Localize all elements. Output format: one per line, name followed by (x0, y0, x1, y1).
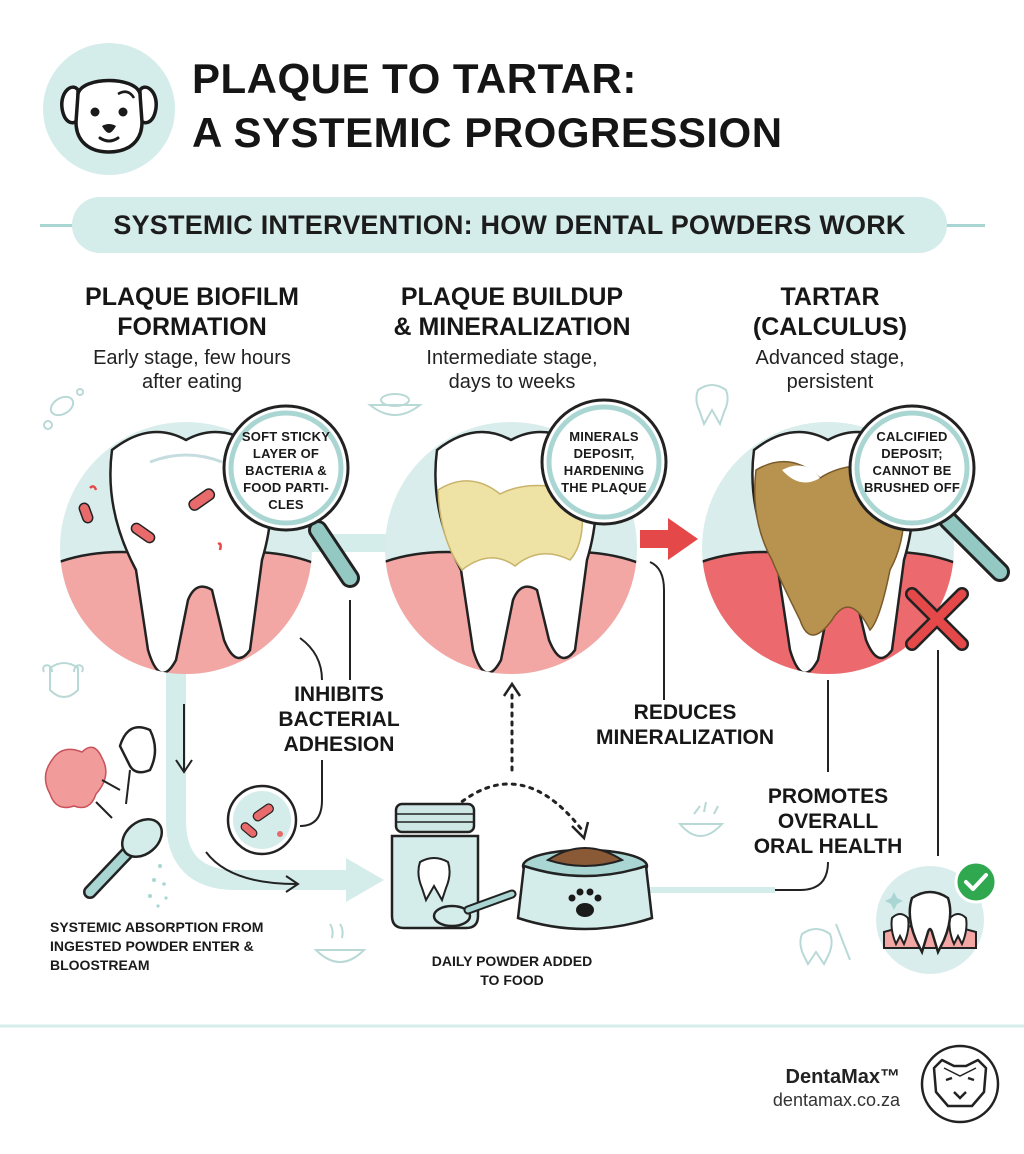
powder-jar-icon (390, 802, 480, 930)
decor-food-bowl-icon (367, 393, 423, 416)
absorption-line-3: BLOOSTREAM (50, 957, 150, 973)
stage-2-title-line-2: & MINERALIZATION (393, 313, 631, 341)
stage-1-subtitle-line-1: Early stage, few hours (93, 347, 291, 369)
lens-2-line-2: DEPOSIT, (573, 446, 635, 461)
stage-1-heading: PLAQUE BIOFILM FORMATION Early stage, fe… (62, 282, 322, 394)
inhibits-line-3: ADHESION (283, 733, 395, 756)
promotes-line-2: OVERALL (777, 810, 879, 833)
brand-url-link[interactable]: dentamax.co.za (772, 1090, 900, 1110)
stage-2-heading: PLAQUE BUILDUP & MINERALIZATION Intermed… (372, 282, 652, 394)
stage-3-title-line-2: (CALCULUS) (752, 313, 908, 341)
decor-bacteria-icon (43, 388, 84, 430)
reduces-line-1: REDUCES (633, 701, 737, 724)
absorption-line-2: INGESTED POWDER ENTER & (50, 938, 254, 954)
stage-3-title-line-1: TARTAR (780, 283, 880, 311)
lens-2-line-3: HARDENING (563, 463, 645, 478)
down-arrow (175, 704, 193, 774)
inhibits-label: INHIBITS BACTERIAL ADHESION (254, 682, 424, 757)
decor-tooth-brush-icon (799, 923, 851, 966)
flow-arrow-curve (205, 851, 300, 893)
page-title-line-2: A SYSTEMIC PROGRESSION (192, 109, 783, 156)
dog-badge-icon (920, 1044, 1000, 1124)
absorption-illustration (44, 726, 168, 908)
absorption-line-1: SYSTEMIC ABSORPTION FROM (50, 919, 264, 935)
lens-2-text: MINERALS DEPOSIT, HARDENING THE PLAQUE (549, 428, 659, 496)
header-logo (42, 42, 176, 176)
decor-bowl-icon-2 (677, 801, 725, 837)
reduces-label: REDUCES MINERALIZATION (570, 700, 800, 750)
brand-name: DentaMax™ (785, 1066, 900, 1088)
stage-2-subtitle-line-1: Intermediate stage, (426, 347, 598, 369)
stage-2-subtitle-line-2: days to weeks (448, 371, 576, 393)
cross-mark-icon (905, 587, 969, 651)
lens-3-line-2: DEPOSIT; (881, 446, 943, 461)
section-banner: SYSTEMIC INTERVENTION: HOW DENTAL POWDER… (72, 197, 947, 253)
stage-2-title-line-1: PLAQUE BUILDUP (400, 283, 624, 311)
absorption-caption: SYSTEMIC ABSORPTION FROM INGESTED POWDER… (50, 918, 310, 975)
promotes-label: PROMOTES OVERALL ORAL HEALTH (740, 784, 916, 859)
stage-3-subtitle-line-1: Advanced stage, (755, 347, 905, 369)
stage-3-illustration (702, 422, 954, 674)
check-mark-icon (954, 860, 998, 904)
stage-1-subtitle-line-2: after eating (141, 371, 243, 393)
dog-face-icon (43, 43, 175, 175)
stage-1-title-line-1: PLAQUE BIOFILM (85, 283, 299, 311)
lens-1-line-3: BACTERIA & (245, 463, 327, 478)
leader-lines (299, 561, 939, 891)
lens-1-line-1: SOFT STICKY (241, 429, 331, 444)
lens-1-line-5: CLES (268, 497, 304, 512)
lens-2-line-4: THE PLAQUE (561, 480, 647, 495)
red-progression-arrow (640, 518, 698, 560)
scoop-icon (432, 889, 517, 928)
stage-3-subtitle-line-2: persistent (786, 371, 874, 393)
decor-food-icon-3 (313, 923, 367, 963)
daily-powder-caption: DAILY POWDER ADDED TO FOOD (400, 952, 624, 990)
banner-line-right (945, 224, 985, 227)
promotes-line-3: ORAL HEALTH (753, 835, 903, 858)
daily-line-1: DAILY POWDER ADDED (431, 953, 593, 969)
paw-icon (568, 888, 602, 917)
lens-3-line-3: CANNOT BE (872, 463, 952, 478)
food-bowl-icon (516, 847, 654, 931)
stage-1-title-line-2: FORMATION (117, 313, 267, 341)
magnifier-2-icon (540, 398, 668, 526)
lens-3-line-1: CALCIFIED (876, 429, 948, 444)
banner-line-left (40, 224, 74, 227)
promotes-line-1: PROMOTES (767, 785, 889, 808)
small-bacteria-lens-icon (226, 784, 298, 856)
stage-3-heading: TARTAR (CALCULUS) Advanced stage, persis… (700, 282, 960, 394)
lens-3-text: CALCIFIED DEPOSIT; CANNOT BE BRUSHED OFF (856, 428, 968, 496)
page-title: PLAQUE TO TARTAR: A SYSTEMIC PROGRESSION (192, 52, 952, 160)
lens-1-line-2: LAYER OF (252, 446, 320, 461)
decor-dog-icon (42, 662, 84, 698)
healthy-teeth-icon (876, 866, 984, 974)
magnifier-3-icon (848, 404, 1010, 582)
lens-1-text: SOFT STICKY LAYER OF BACTERIA & FOOD PAR… (230, 428, 342, 513)
page-title-line-1: PLAQUE TO TARTAR: (192, 55, 637, 102)
lens-3-line-4: BRUSHED OFF (863, 480, 961, 495)
daily-line-2: TO FOOD (480, 972, 544, 988)
decor-tooth-icon (695, 384, 729, 427)
reduces-line-2: MINERALIZATION (595, 726, 775, 749)
inhibits-line-2: BACTERIAL (278, 708, 400, 731)
lens-2-line-1: MINERALS (569, 429, 639, 444)
magnifier-1-icon (222, 404, 360, 588)
lens-1-line-4: FOOD PARTI- (243, 480, 329, 495)
inhibits-line-1: INHIBITS (294, 683, 384, 706)
